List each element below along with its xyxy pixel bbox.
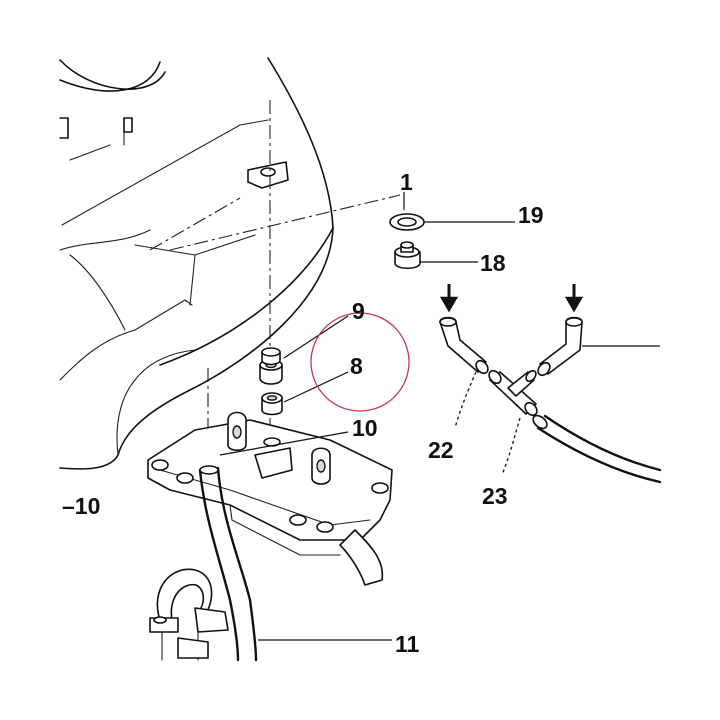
- part-23-tee: [488, 369, 538, 417]
- part-9-grommet: [259, 347, 283, 385]
- leader-lines: [219, 192, 660, 641]
- hose-22: [439, 316, 489, 375]
- callout-1: 1: [400, 169, 413, 195]
- part-19-washer: [389, 213, 425, 231]
- callout-8: 8: [350, 353, 363, 379]
- callout-18: 18: [480, 250, 506, 276]
- hose-11: [198, 465, 258, 662]
- callouts: 1 19 18 9 8 10 22 23 –10 11: [62, 169, 544, 657]
- lower-fittings: [149, 568, 229, 661]
- axis-lines: [149, 100, 401, 440]
- fuel-tank: [59, 57, 334, 470]
- callout-10-left: –10: [62, 493, 100, 519]
- callout-23: 23: [482, 483, 508, 509]
- mounting-bracket: [147, 411, 393, 586]
- flow-arrow-left: [439, 284, 459, 313]
- long-hose: [532, 414, 662, 484]
- callout-19: 19: [518, 202, 544, 228]
- flow-arrow-right: [564, 284, 584, 313]
- hose-right-elbow: [537, 316, 583, 377]
- flow-arrows: [439, 284, 584, 313]
- part-18-cap: [394, 241, 421, 270]
- callout-11: 11: [395, 631, 420, 657]
- highlight-circle: [310, 312, 410, 412]
- callout-10-right: 10: [352, 415, 378, 441]
- callout-9: 9: [352, 298, 365, 324]
- callout-22: 22: [428, 437, 454, 463]
- part-8-bushing: [261, 392, 283, 416]
